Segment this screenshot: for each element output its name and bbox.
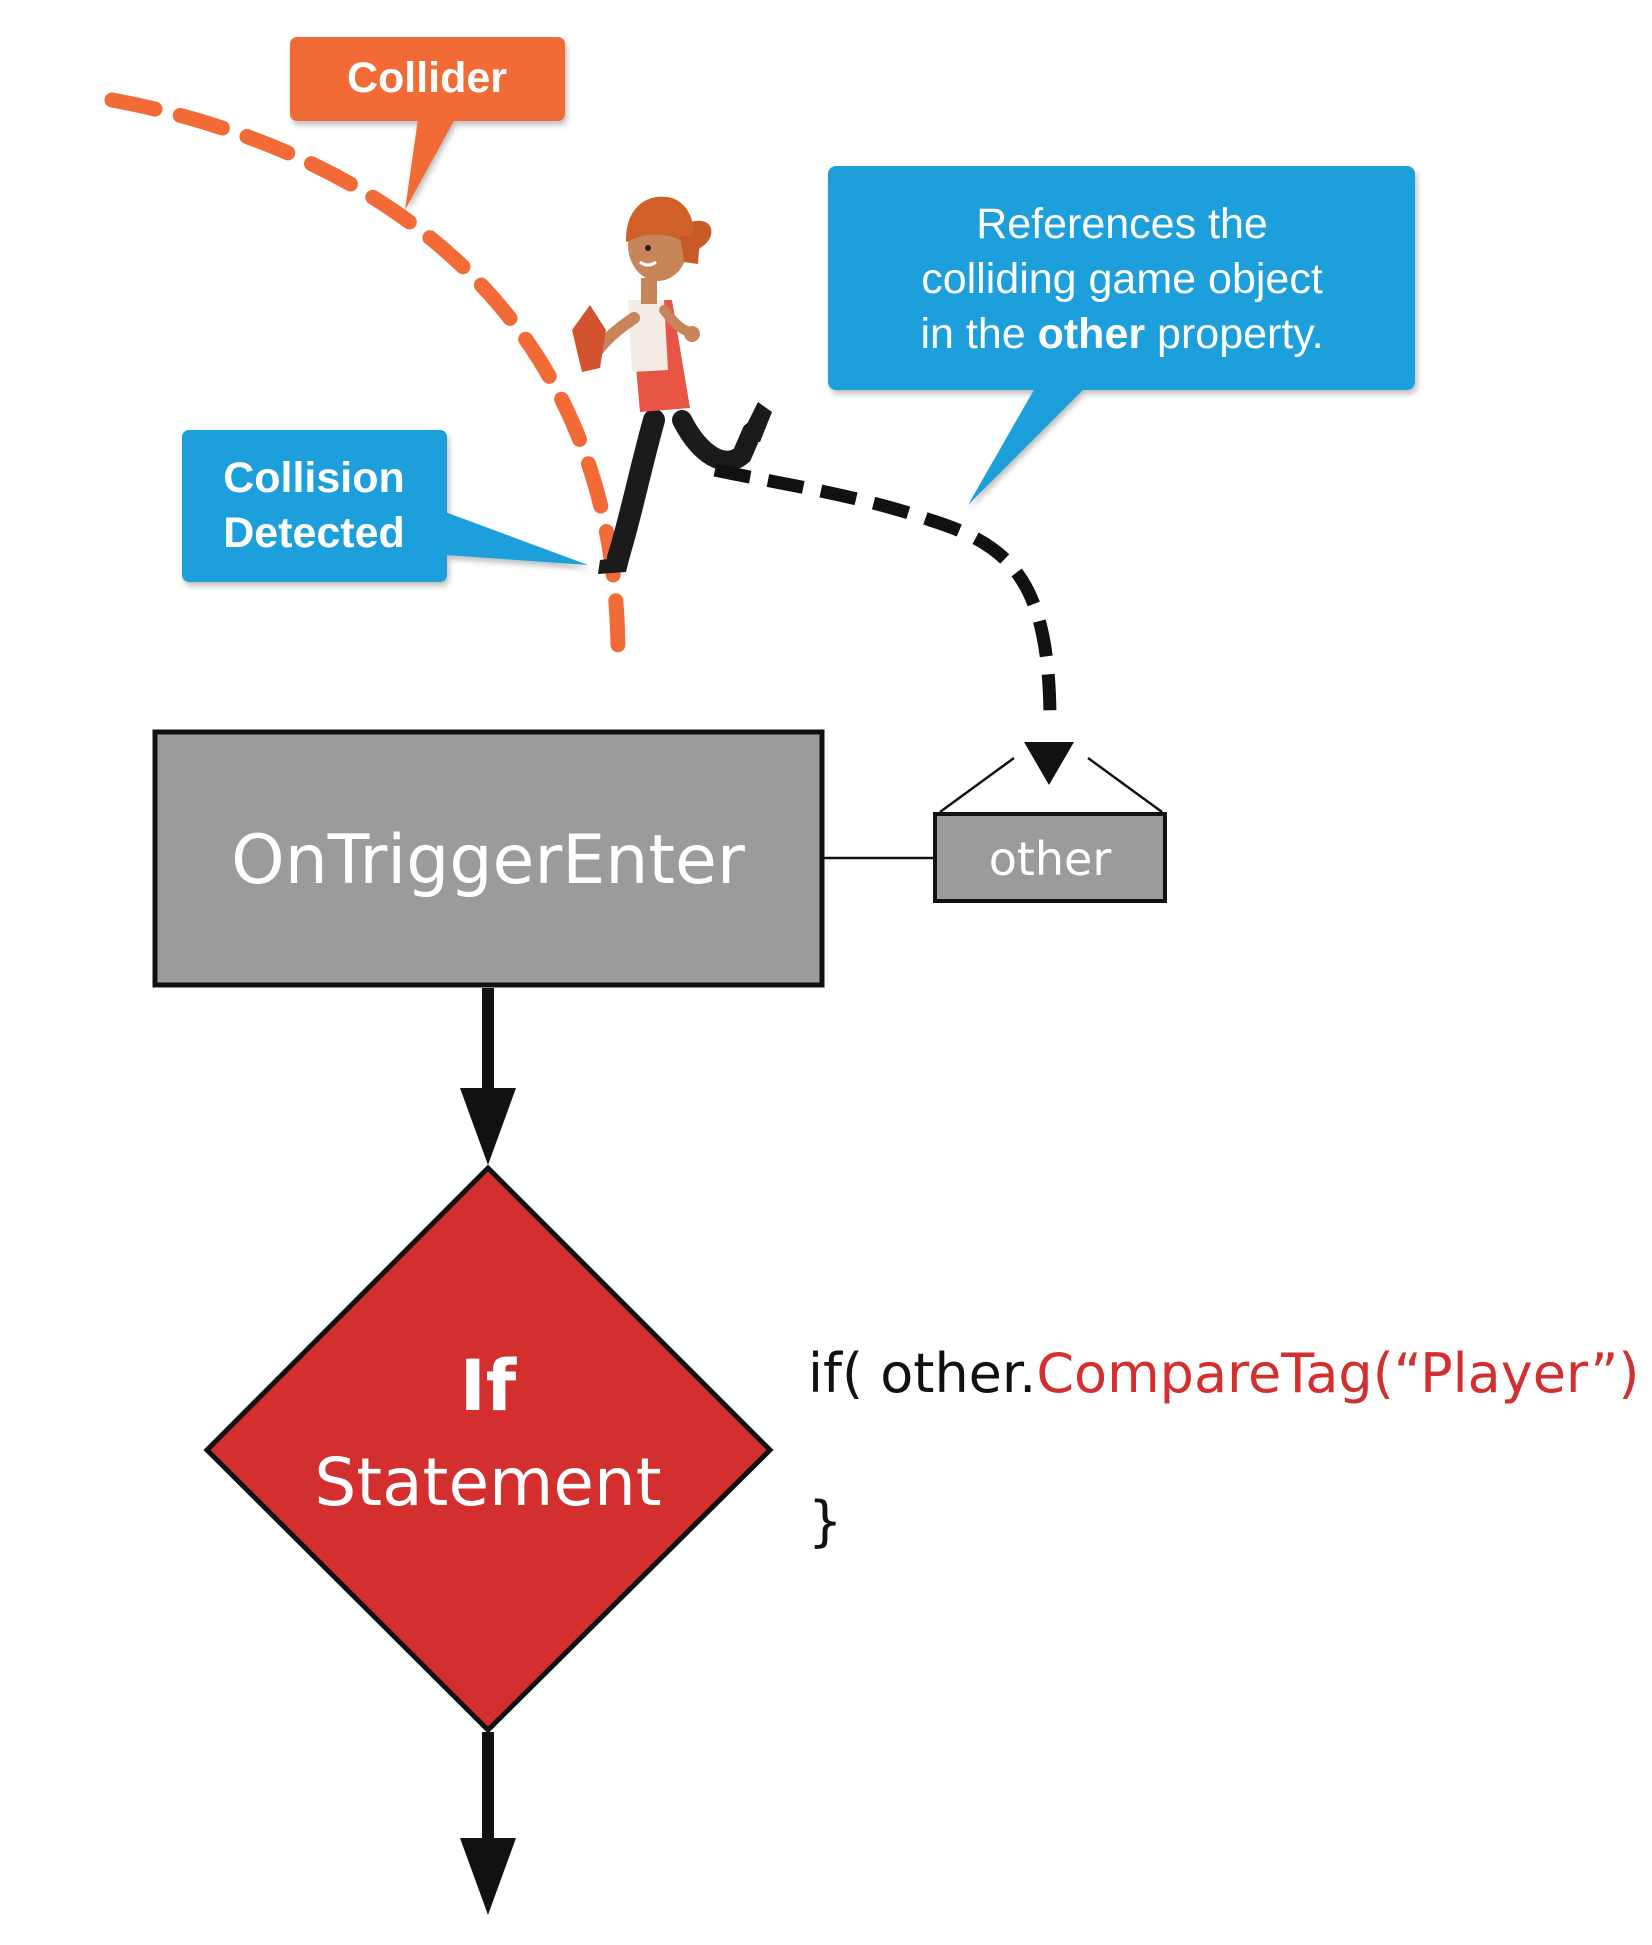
param-box <box>933 812 1167 903</box>
decision-diamond <box>203 1164 774 1734</box>
param-box-label: other <box>989 832 1112 886</box>
decision-label-line1: If <box>460 1345 518 1427</box>
event-box <box>152 729 825 988</box>
reference-arrowhead <box>1024 742 1074 785</box>
event-box-label: OnTriggerEnter <box>231 821 745 900</box>
collision-label-line1: Collision <box>223 454 405 502</box>
collision-label-line2: Detected <box>223 509 405 557</box>
collision-callout <box>182 430 588 582</box>
code-line-1-suffix: ){ <box>1639 1342 1652 1405</box>
reference-path <box>713 463 1057 723</box>
collider-callout <box>290 37 565 210</box>
reference-text-line2: colliding game object <box>921 255 1323 303</box>
reference-text-line3-suffix: property. <box>1145 310 1323 358</box>
code-line-1: if( other.CompareTag(“Player”) ){ <box>808 1342 1652 1405</box>
reference-text-line3-bold: other <box>1038 310 1146 358</box>
reference-text-line3-prefix: in the <box>920 310 1037 358</box>
reference-text-line1: References the <box>976 200 1268 248</box>
flow-arrow-2-head <box>460 1838 516 1915</box>
flow-arrow-1-head <box>460 1088 516 1165</box>
running-girl-figure <box>572 196 772 574</box>
code-line-2: } <box>808 1490 842 1553</box>
code-line-1-prefix: if( other. <box>808 1342 1036 1405</box>
collider-label: Collider <box>347 54 507 102</box>
reference-text-line3: in the other property. <box>920 310 1323 358</box>
code-line-1-method: CompareTag(“Player”) <box>1036 1342 1639 1405</box>
collider-arc <box>104 92 626 668</box>
decision-label-line2: Statement <box>314 1444 661 1521</box>
reference-callout <box>828 166 1415 505</box>
